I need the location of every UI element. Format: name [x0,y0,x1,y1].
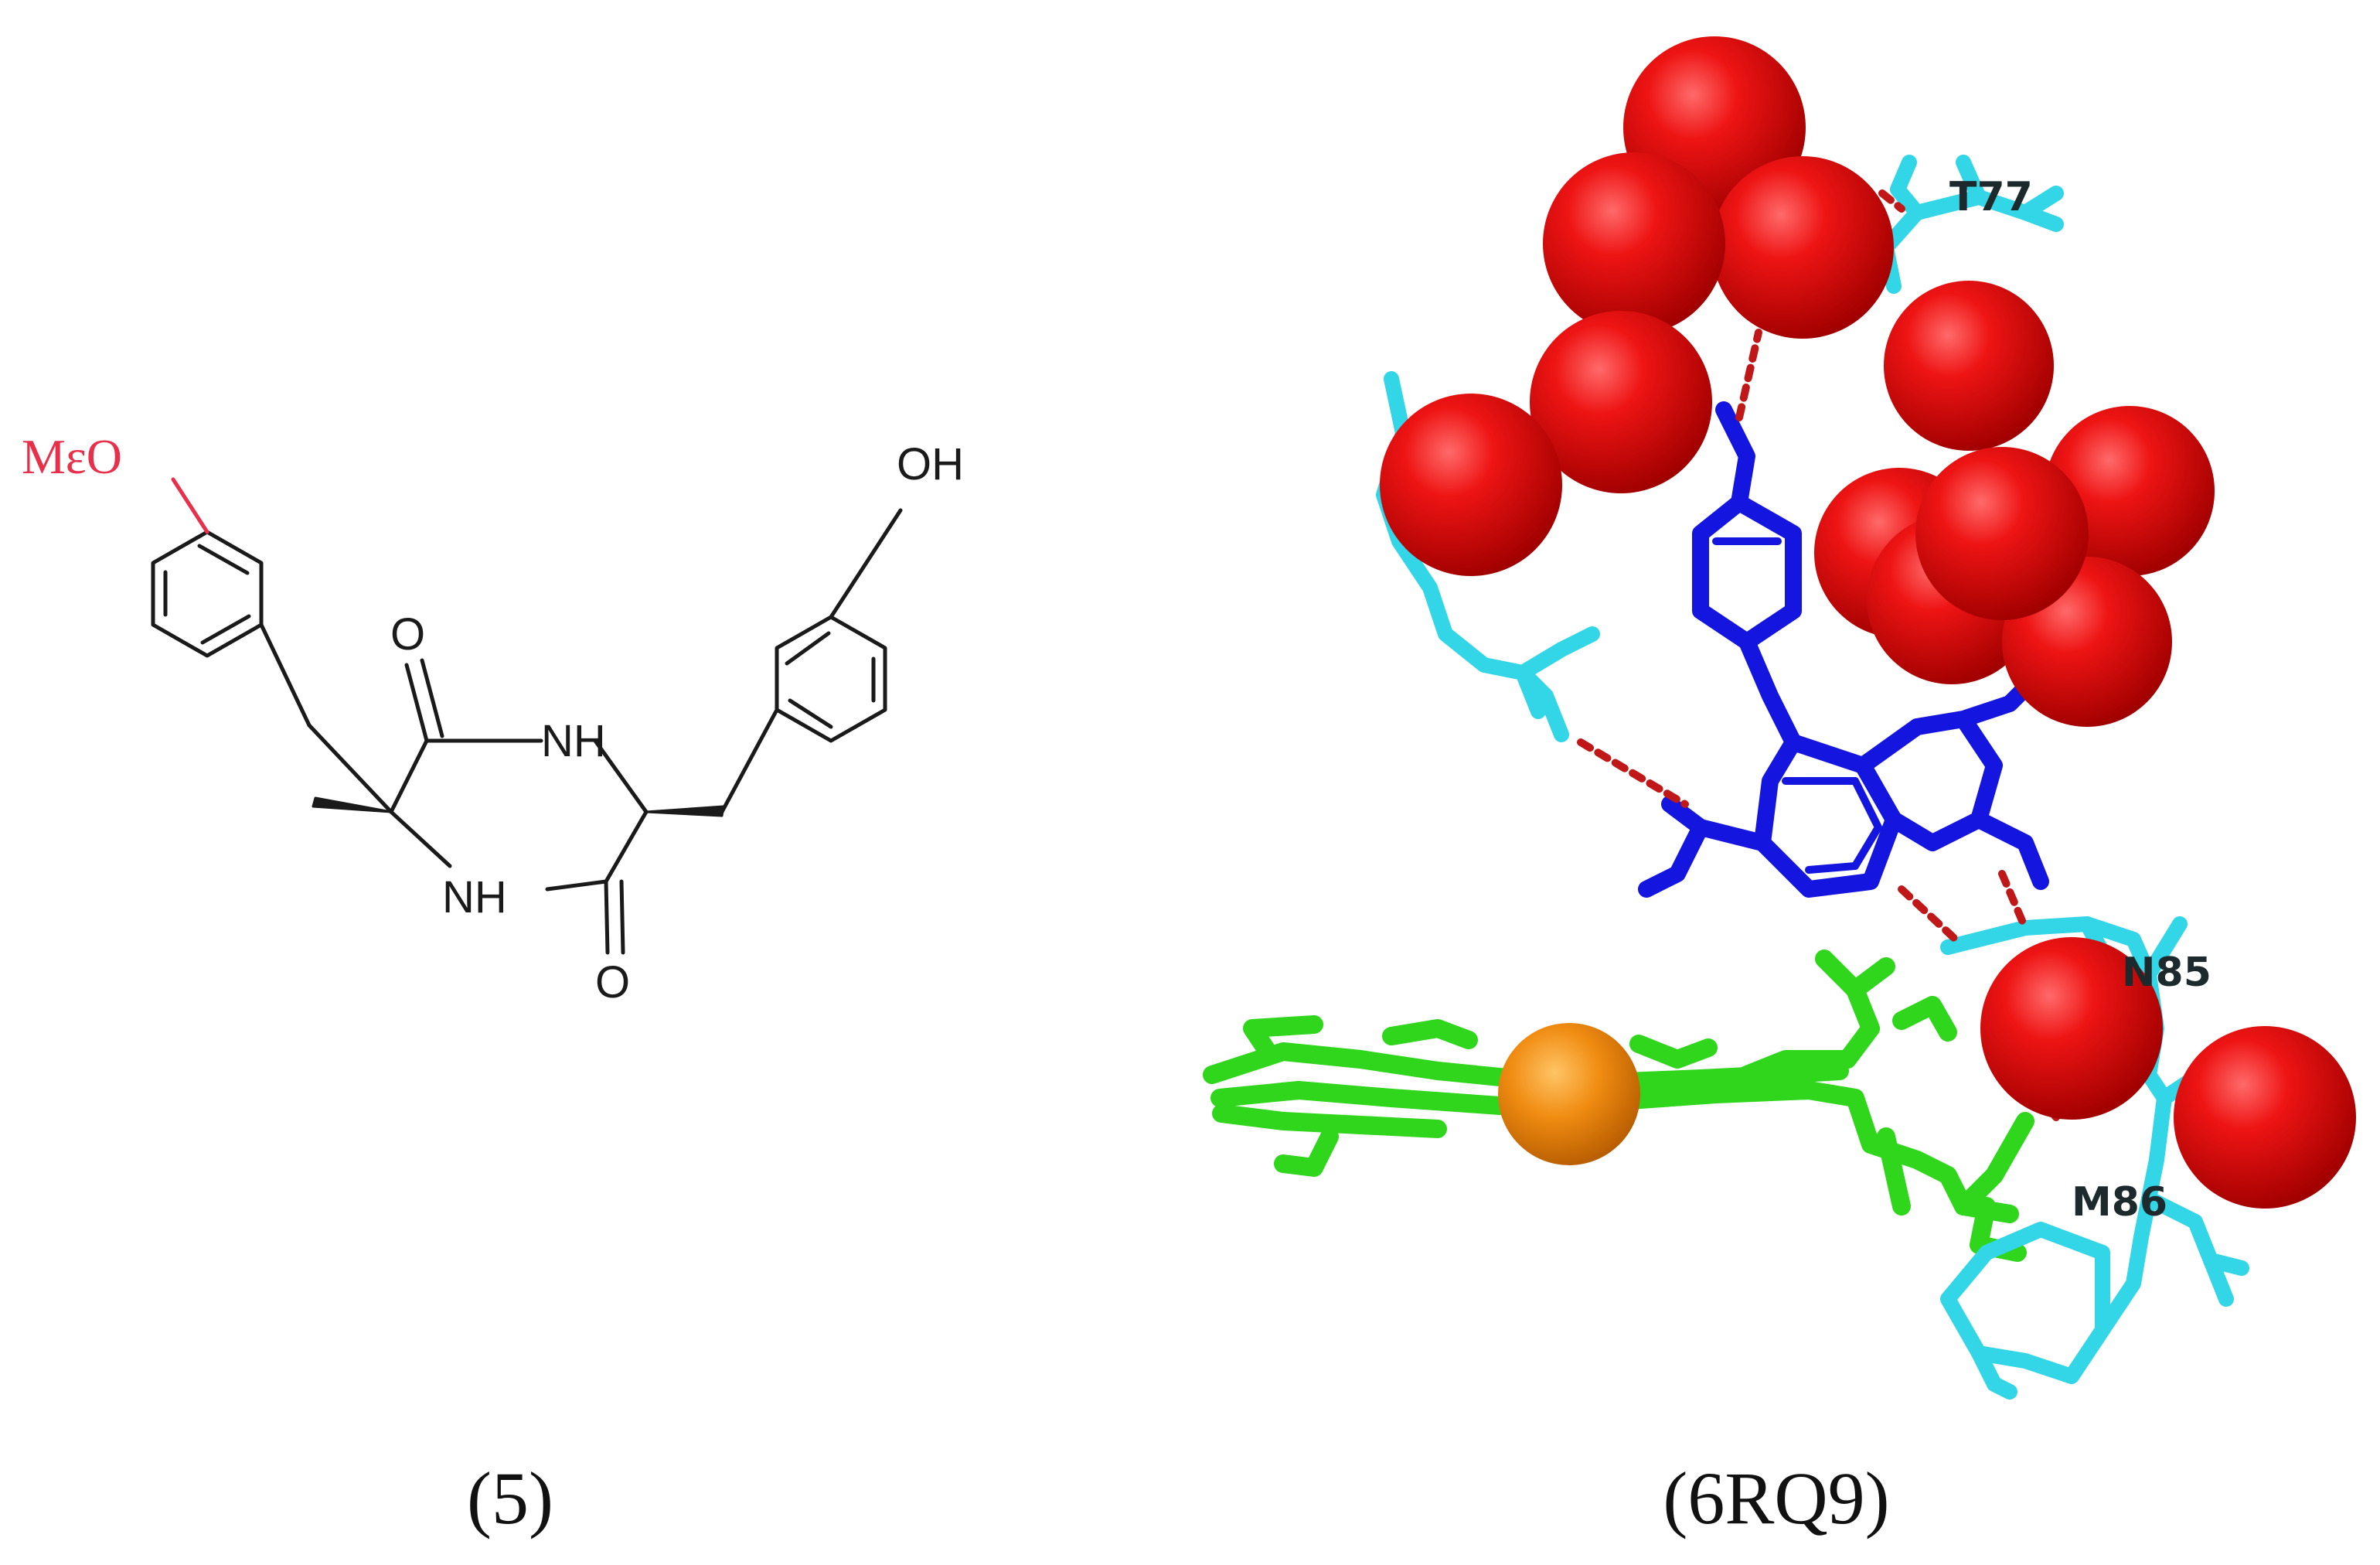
residue-label-t77: T77 [1949,174,2033,220]
right-phenyl-ring [775,615,887,743]
docking-view: T77 N85 M86 [1203,36,2356,1400]
methoxy-bond [171,477,209,534]
water-sphere [2174,1026,2356,1209]
hydroxyl-bond [829,508,903,619]
water-molecules [1380,36,2356,1209]
water-sphere [1380,394,1562,576]
ligand-molecule [1638,401,2065,898]
water-sphere [1543,152,1725,335]
residue-label-n85: N85 [2122,950,2211,996]
methoxy-label: MεO [22,429,122,484]
wedge-bond-right [645,805,725,817]
amine-bottom-label: NH [442,872,507,922]
left-phenyl-ring [151,530,264,658]
iron-atom [1498,1023,1640,1165]
amine-top-label: NH [541,716,606,766]
molecule-5-structure [151,477,903,955]
wedge-bond-left [312,796,393,813]
water-sphere [1884,281,2054,451]
water-sphere [1530,311,1712,493]
hydroxyl-label: OH [897,439,964,489]
carbonyl-top-label: O [390,609,425,660]
diketopiperazine-ring [389,658,649,955]
residue-label-m86: M86 [2072,1179,2167,1226]
water-sphere [1915,447,2089,620]
caption-right: (6RQ9) [1663,1457,1889,1539]
water-sphere [1980,937,2163,1120]
caption-left: (5) [467,1457,553,1539]
water-sphere [1711,156,1894,339]
protein-residues [1376,155,2249,1400]
carbonyl-bottom-label: O [595,957,630,1008]
